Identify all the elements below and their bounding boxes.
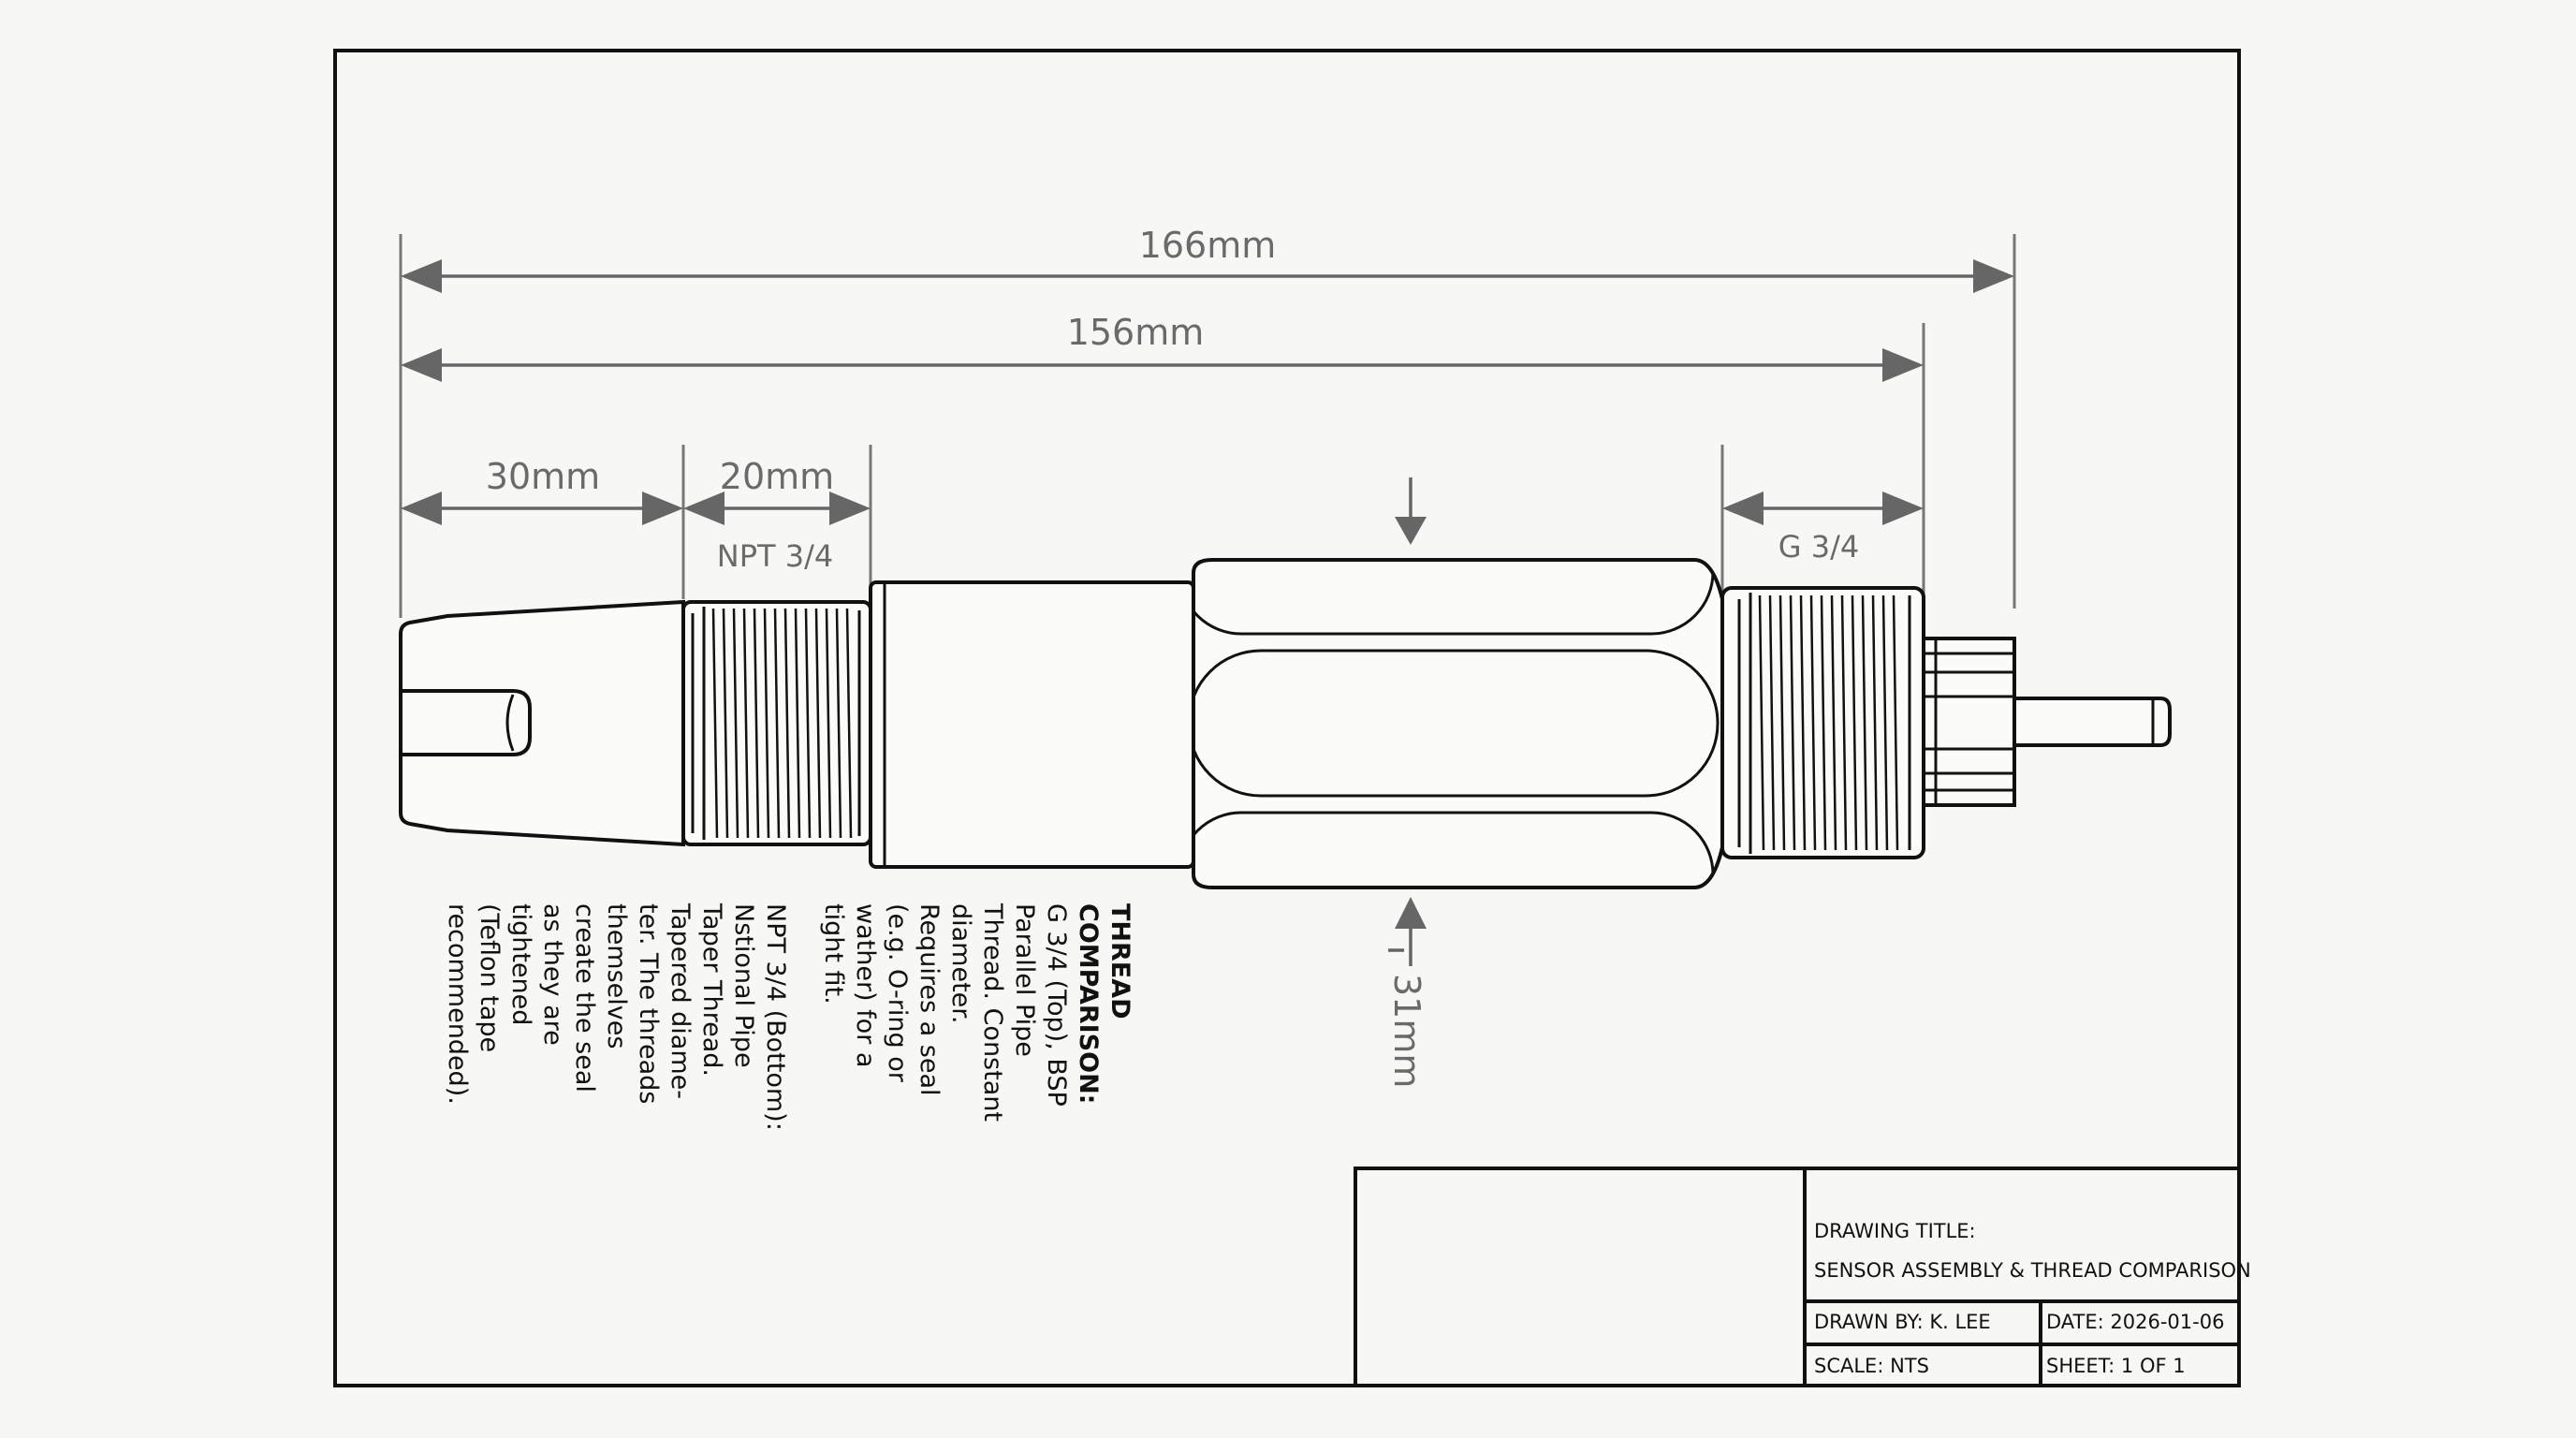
- thread-ridge: [753, 608, 760, 839]
- note-line: diameter.: [946, 903, 975, 1024]
- thread-ridge: [1789, 594, 1796, 851]
- thread-ridge: [794, 608, 801, 839]
- dim-g-label: G 3/4: [1778, 529, 1859, 565]
- thread-ridge: [835, 608, 842, 839]
- thread-ridge: [722, 608, 729, 839]
- connector-cap: [1922, 637, 2016, 807]
- title-block: [1354, 1167, 2241, 1387]
- grip-body: [1192, 558, 1724, 889]
- thread-ridge: [1758, 594, 1765, 851]
- thread-ridge: [1851, 594, 1858, 851]
- thread-ridge: [1799, 594, 1807, 851]
- note-line: Requires a seal: [915, 903, 944, 1096]
- dim-npt-length: 20mm: [720, 456, 834, 497]
- thread-ridge: [1840, 594, 1848, 851]
- title-block-scale: SCALE: NTS: [1814, 1355, 1929, 1377]
- title-block-drawn-by: DRAWN BY: K. LEE: [1814, 1311, 1991, 1333]
- thread-ridge: [763, 608, 770, 839]
- note-line: tight fit.: [819, 903, 848, 1005]
- dimension-lines: [399, 234, 2016, 966]
- dim-body-length: 156mm: [1067, 312, 1205, 353]
- connector-pin: [2012, 697, 2172, 747]
- note-line: create the seal: [570, 903, 599, 1093]
- thread-ridge: [732, 608, 739, 839]
- dim-tip-length: 30mm: [486, 456, 600, 497]
- title-block-sheet: SHEET: 1 OF 1: [2046, 1355, 2186, 1377]
- note-line: Parallel Pipe: [1010, 903, 1039, 1057]
- sensor-assembly: [399, 558, 2172, 889]
- title-block-label: DRAWING TITLE:: [1814, 1220, 1976, 1242]
- thread-ridge: [1768, 594, 1776, 851]
- note-line: themselves: [602, 903, 631, 1049]
- dim-overall-length: 166mm: [1139, 225, 1277, 266]
- thread-ridge: [1830, 594, 1837, 851]
- note-line: THREAD: [1105, 903, 1134, 1020]
- note-line: ter. The threads: [634, 903, 663, 1104]
- note-line: (e.g. O-ring or: [883, 903, 912, 1083]
- dim-npt-label: NPT 3/4: [717, 538, 833, 574]
- thread-ridge: [711, 608, 719, 839]
- thread-ridge: [1778, 594, 1786, 851]
- thread-ridge: [845, 608, 853, 839]
- note-line: Taper Thread.: [697, 902, 726, 1077]
- thread-ridge: [1809, 594, 1817, 851]
- note-line: Tapered diame-: [666, 902, 695, 1099]
- thread-ridge: [1871, 594, 1879, 851]
- sensor-tip: [399, 599, 685, 847]
- thread-ridge: [1881, 594, 1889, 851]
- note-line: G 3/4 (Top), BSP: [1042, 903, 1071, 1107]
- thread-ridge: [1861, 594, 1868, 851]
- note-line: Nstional Pipe: [729, 903, 758, 1068]
- note-line: Thread. Constant: [978, 902, 1007, 1122]
- title-block-date: DATE: 2026-01-06: [2046, 1311, 2224, 1333]
- thread-ridge: [814, 608, 822, 839]
- title-block-title: SENSOR ASSEMBLY & THREAD COMPARISON: [1814, 1259, 2251, 1282]
- thread-ridge: [742, 608, 750, 839]
- thread-ridge: [825, 608, 832, 839]
- thread-ridge: [804, 608, 812, 839]
- thread-ridge: [773, 608, 781, 839]
- note-line: (Teflon tape: [475, 903, 504, 1052]
- dim-diameter: 31mm: [1386, 974, 1427, 1088]
- sensor-body: [869, 580, 1195, 869]
- note-line: tightened: [506, 903, 535, 1025]
- note-line: wather) for a: [851, 903, 880, 1067]
- note-line: COMPARISON:: [1074, 903, 1103, 1104]
- drawing-frame: [333, 49, 2241, 1387]
- note-line: recommended).: [443, 903, 472, 1105]
- note-line: NPT 3/4 (Bottom):: [761, 903, 790, 1131]
- thread-ridge: [1892, 594, 1899, 851]
- note-line: as they are: [538, 903, 567, 1046]
- thread-ridge: [783, 608, 791, 839]
- thread-ridge: [1820, 594, 1827, 851]
